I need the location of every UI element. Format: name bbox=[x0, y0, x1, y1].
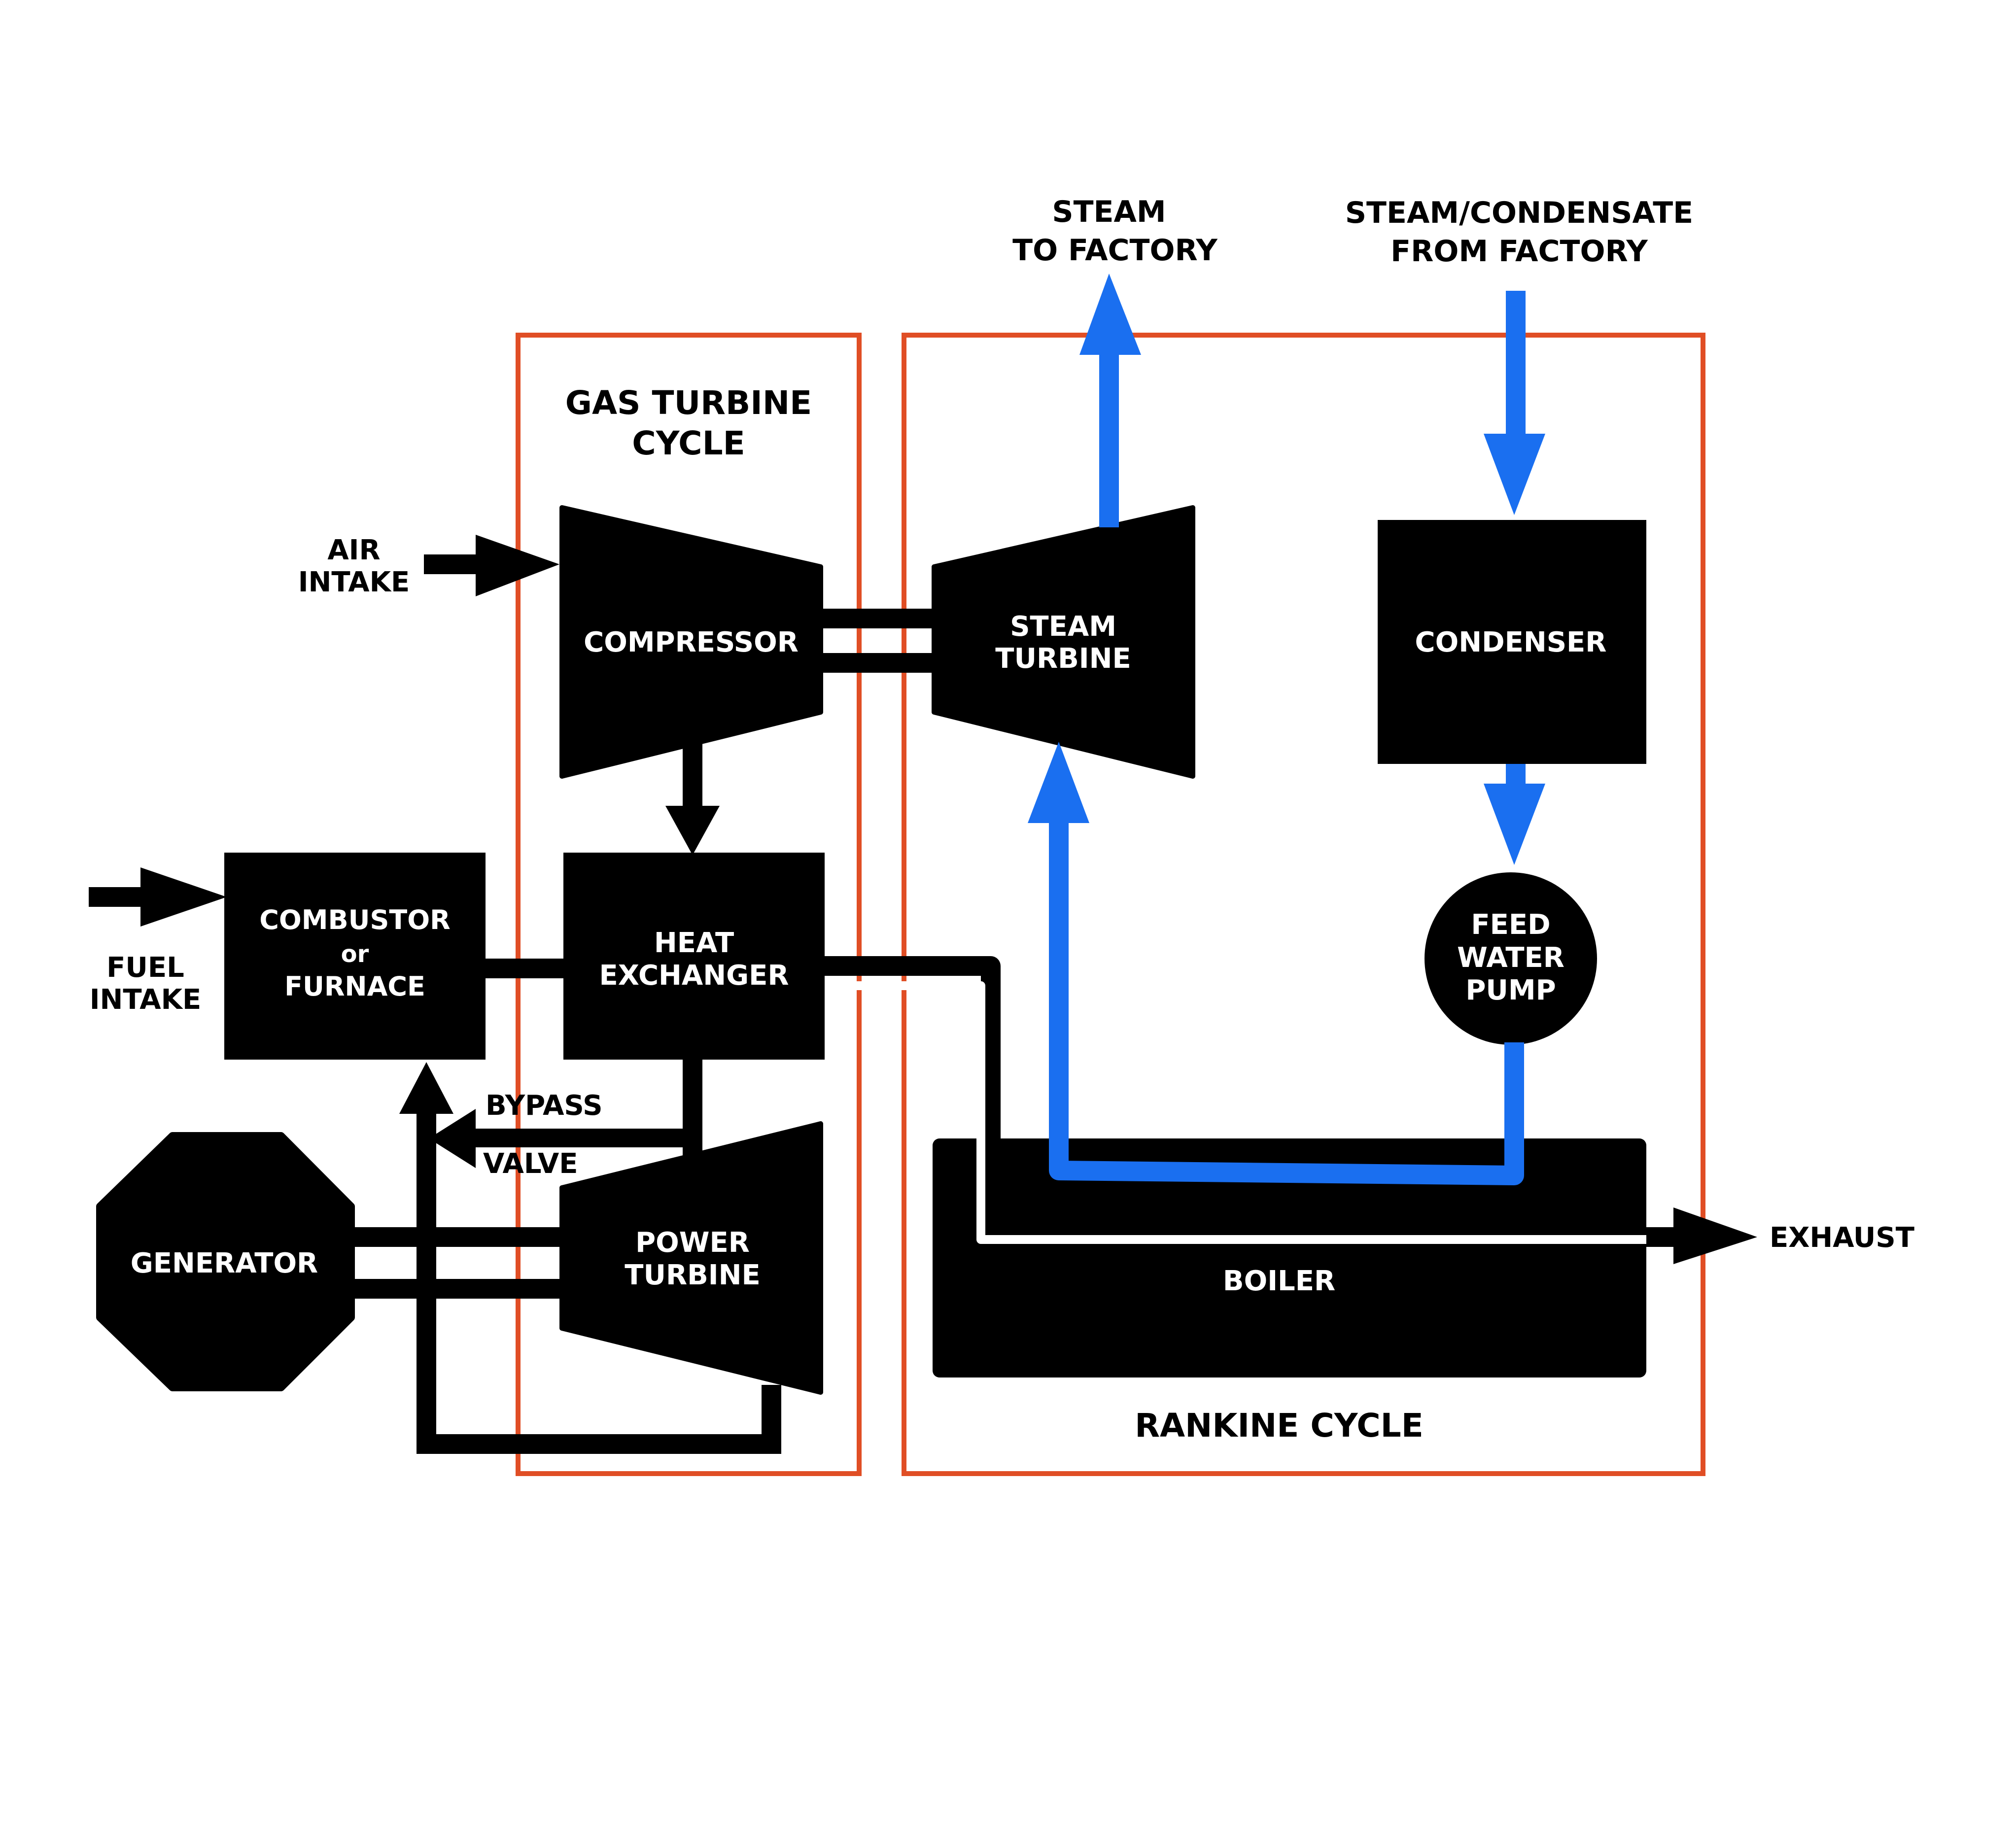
combustor-label-line3: FURNACE bbox=[284, 971, 425, 1002]
condenser-pump-line bbox=[1506, 764, 1526, 786]
compressor-exchanger-link bbox=[683, 742, 702, 813]
steam-turbine-label-line2: TURBINE bbox=[995, 643, 1131, 675]
combustor-return-arrowhead bbox=[399, 1062, 453, 1114]
exhaust-label: EXHAUST bbox=[1770, 1222, 1914, 1254]
power-turbine bbox=[559, 1121, 823, 1395]
steam-to-factory-label: STEAM bbox=[1052, 195, 1166, 229]
feed-water-pump-label-line3: PUMP bbox=[1465, 974, 1556, 1006]
bypass-line bbox=[473, 1129, 693, 1147]
feedwater-loop bbox=[1049, 813, 1524, 1185]
air-intake-arrowhead bbox=[476, 535, 559, 596]
air-intake-label: AIR bbox=[327, 534, 380, 566]
rankine-cycle-boundary bbox=[902, 333, 1705, 1476]
bypass-arrowhead bbox=[429, 1109, 476, 1168]
turbine-return-loop bbox=[417, 1114, 781, 1454]
generator bbox=[96, 1132, 355, 1391]
fuel-intake-label: FUEL bbox=[106, 952, 184, 984]
feed-water-pump bbox=[1425, 872, 1597, 1045]
gas-turbine-cycle-boundary bbox=[516, 333, 862, 1476]
combustor-exchanger-duct bbox=[483, 959, 567, 978]
condenser bbox=[1378, 520, 1646, 764]
exhaust-arrowhead bbox=[1673, 1207, 1757, 1264]
steam-from-factory-label-line2: FROM FACTORY bbox=[1390, 234, 1648, 269]
steam-from-factory-line bbox=[1506, 291, 1526, 439]
rankine-cycle-title: RANKINE CYCLE bbox=[1135, 1407, 1424, 1445]
compressor-steam-shaft-upper bbox=[813, 609, 937, 628]
bypass-valve-label: BYPASS bbox=[486, 1090, 603, 1122]
combustor-label-line2: or bbox=[341, 940, 369, 968]
condenser-pump-arrowhead bbox=[1484, 784, 1545, 865]
generator-shaft-upper bbox=[345, 1227, 567, 1247]
combustor bbox=[224, 853, 486, 1060]
heat-exchanger-label: HEAT bbox=[654, 927, 734, 959]
compressor-steam-shaft-lower bbox=[813, 653, 937, 673]
boiler-label: BOILER bbox=[1223, 1265, 1335, 1297]
boiler-exhaust-channel bbox=[976, 1138, 1646, 1244]
compressor-exchanger-arrowhead bbox=[665, 806, 720, 855]
steam-to-factory-label-line2: TO FACTORY bbox=[1012, 233, 1218, 268]
steam-to-factory-arrowhead bbox=[1079, 274, 1141, 355]
steam-from-factory-label: STEAM/CONDENSATE bbox=[1345, 196, 1693, 230]
boiler-exhaust-edge bbox=[997, 1138, 1646, 1221]
fuel-intake-line bbox=[89, 887, 148, 907]
power-turbine-label: POWER bbox=[635, 1227, 750, 1259]
fuel-intake-arrowhead bbox=[140, 867, 227, 927]
steam-to-factory-line bbox=[1099, 345, 1119, 527]
condenser-label: CONDENSER bbox=[1415, 626, 1607, 658]
generator-shaft-lower bbox=[345, 1279, 567, 1299]
gas-turbine-cycle-title-line2: CYCLE bbox=[632, 424, 745, 462]
generator-label: GENERATOR bbox=[131, 1247, 318, 1279]
air-intake-label-line2: INTAKE bbox=[298, 566, 410, 598]
exhaust-line bbox=[1641, 1227, 1676, 1247]
heat-exchanger-label-line2: EXCHANGER bbox=[599, 960, 789, 992]
steam-turbine-label: STEAM bbox=[1010, 611, 1116, 643]
steam-turbine-inlet-arrowhead bbox=[1028, 742, 1089, 823]
steam-from-factory-arrowhead bbox=[1484, 434, 1545, 515]
power-turbine-label-line2: TURBINE bbox=[625, 1259, 760, 1291]
fuel-intake-label-line2: INTAKE bbox=[90, 984, 202, 1016]
feed-water-pump-label-line2: WATER bbox=[1457, 942, 1564, 974]
compressor bbox=[559, 505, 823, 779]
gas-turbine-cycle-title: GAS TURBINE bbox=[565, 384, 812, 422]
combustor-label: COMBUSTOR bbox=[259, 904, 451, 935]
boiler bbox=[933, 1138, 1646, 1377]
feed-water-pump-label: FEED bbox=[1471, 909, 1550, 941]
heat-exchanger bbox=[563, 853, 825, 1060]
bypass-valve-label-line2: VALVE bbox=[483, 1148, 578, 1180]
compressor-label: COMPRESSOR bbox=[584, 626, 799, 658]
air-intake-line bbox=[424, 554, 483, 574]
